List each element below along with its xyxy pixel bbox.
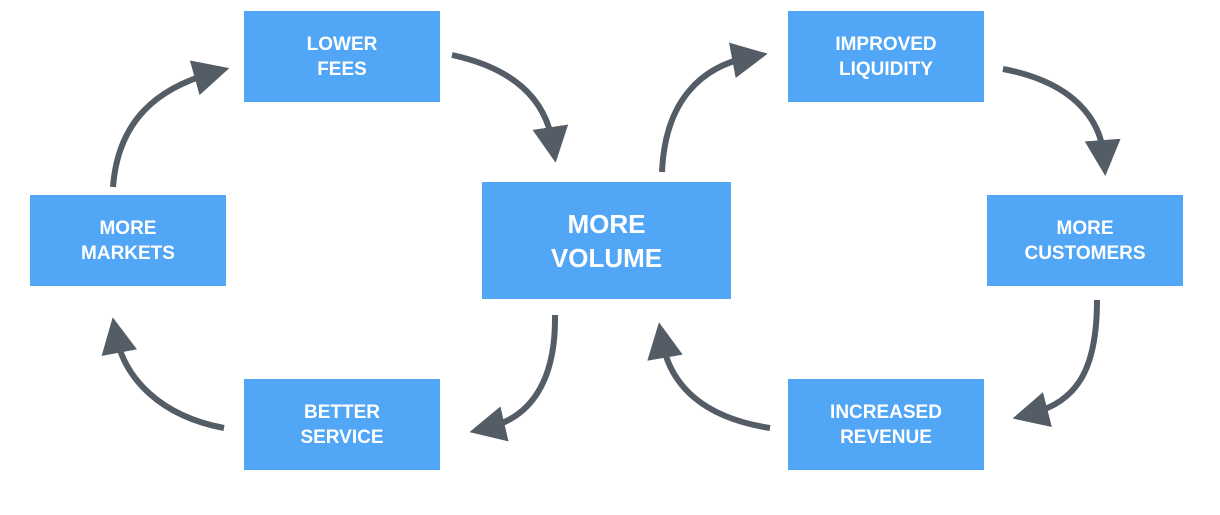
node-improved-liquidity: IMPROVED LIQUIDITY [788,11,984,102]
arrow-more-volume-to-improved-liquidity [659,42,768,173]
node-more-markets-label: MORE MARKETS [81,217,175,264]
arrow-more-markets-to-lower-fees [110,60,230,188]
node-more-customers-label: MORE CUSTOMERS [1024,217,1146,264]
arrow-improved-liquidity-to-more-customers [1002,66,1121,176]
node-increased-revenue: INCREASED REVENUE [788,379,984,470]
node-more-volume-label: MORE VOLUME [550,208,663,273]
node-more-volume: MORE VOLUME [482,182,731,299]
node-increased-revenue-label: INCREASED REVENUE [830,401,942,448]
node-lower-fees-label: LOWER FEES [306,33,378,80]
node-better-service-label: BETTER SERVICE [300,401,384,448]
arrow-more-customers-to-increased-revenue [1012,299,1100,427]
arrow-increased-revenue-to-more-volume [647,322,771,431]
node-better-service: BETTER SERVICE [244,379,440,470]
arrow-better-service-to-more-markets [101,317,225,431]
node-lower-fees: LOWER FEES [244,11,440,102]
arrow-more-volume-to-better-service [469,314,559,442]
arrow-lower-fees-to-more-volume [451,52,569,163]
node-improved-liquidity-label: IMPROVED LIQUIDITY [835,33,937,80]
node-more-customers: MORE CUSTOMERS [987,195,1183,286]
node-more-markets: MORE MARKETS [30,195,226,286]
